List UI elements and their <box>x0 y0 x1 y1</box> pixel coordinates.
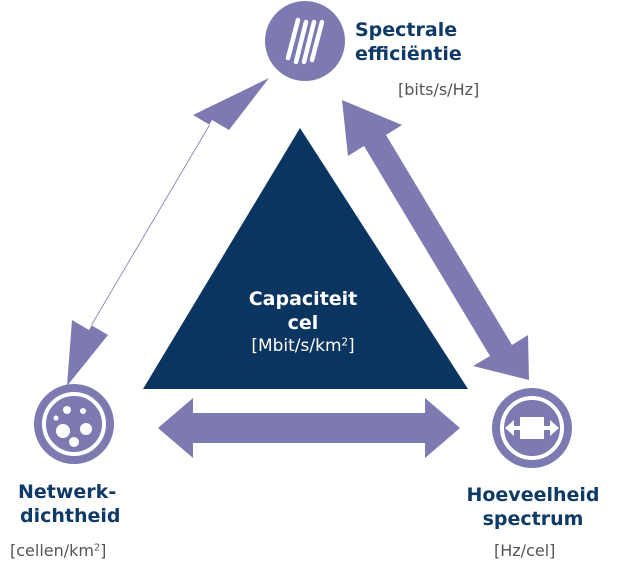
left-unit-prefix: [cellen/km <box>10 541 94 560</box>
center-title-line2: cel <box>287 312 319 334</box>
center-unit-prefix: [Mbit/s/km <box>251 336 342 356</box>
center-unit-suffix: ] <box>348 336 355 356</box>
spectrum-waves-icon <box>265 1 345 81</box>
arrow-spectral-density <box>67 78 269 386</box>
center-triangle <box>143 128 468 389</box>
top-unit: [bits/s/Hz] <box>398 80 480 99</box>
top-title-line2: efficiëntie <box>355 43 462 65</box>
arrow-density-spectrum <box>158 398 460 458</box>
right-unit: [Hz/cel] <box>494 541 556 560</box>
left-title-line1: Netwerk- <box>18 481 117 503</box>
left-unit-sup: 2 <box>94 542 101 554</box>
left-unit-suffix: ] <box>100 541 107 560</box>
right-title-line1: Hoeveelheid <box>466 484 600 506</box>
spectrum-bandwidth-icon <box>492 388 572 468</box>
left-title-line2: dichtheid <box>20 505 121 527</box>
right-title-line2: spectrum <box>482 508 584 530</box>
arrow-spectral-spectrum <box>342 100 529 380</box>
center-unit-sup: 2 <box>341 337 349 349</box>
center-label: Capaciteit cel [Mbit/s/km2] <box>208 287 398 357</box>
center-title-line1: Capaciteit <box>248 288 358 310</box>
left-label: Netwerk- dichtheid <box>18 480 121 528</box>
top-label: Spectrale efficiëntie <box>355 18 462 66</box>
center-unit: [Mbit/s/km2] <box>208 335 398 357</box>
left-unit: [cellen/km2] <box>10 541 106 561</box>
top-title-line1: Spectrale <box>355 19 458 41</box>
right-label: Hoeveelheid spectrum <box>458 483 608 531</box>
cell-density-dots-icon <box>34 384 114 464</box>
